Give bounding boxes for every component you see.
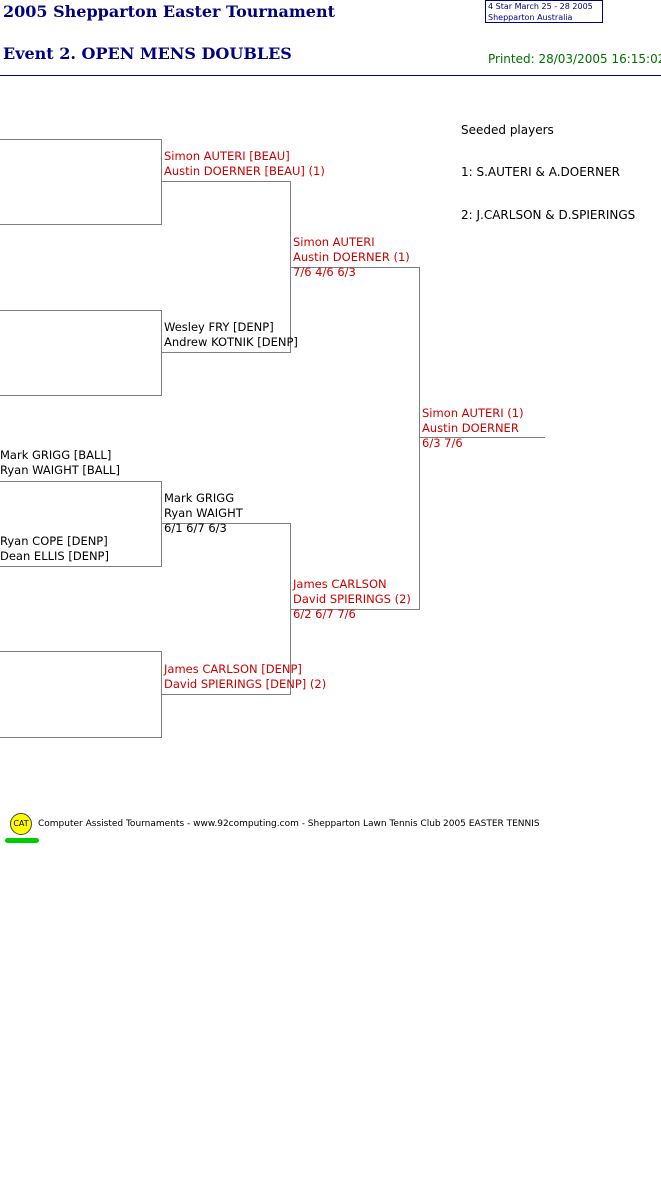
event-title: Event 2. OPEN MENS DOUBLES bbox=[3, 44, 292, 63]
seed-entry: 1: S.AUTERI & A.DOERNER bbox=[461, 165, 621, 179]
r2-player: Mark GRIGG bbox=[164, 491, 235, 505]
sf-score: 7/6 4/6 6/3 bbox=[293, 265, 356, 279]
r1-line bbox=[0, 651, 162, 652]
r2-player: Wesley FRY [DENP] bbox=[164, 320, 274, 334]
r1-line bbox=[161, 481, 162, 567]
header-divider bbox=[0, 75, 661, 76]
cat-logo-icon: CAT bbox=[10, 813, 32, 835]
r1-player: Ryan COPE [DENP] bbox=[0, 534, 108, 548]
r1-line bbox=[0, 310, 162, 311]
r2-player: Austin DOERNER [BEAU] (1) bbox=[164, 164, 325, 178]
r2-player: Ryan WAIGHT bbox=[164, 506, 243, 520]
footer-credit: Computer Assisted Tournaments - www.92co… bbox=[38, 819, 441, 829]
tournament-title: 2005 Shepparton Easter Tournament bbox=[3, 2, 335, 21]
r2-player: Andrew KOTNIK [DENP] bbox=[164, 335, 298, 349]
r2-line bbox=[161, 352, 291, 353]
sf-player: Simon AUTERI bbox=[293, 235, 375, 249]
r1-line bbox=[0, 566, 162, 567]
r1-line bbox=[161, 139, 162, 225]
r1-line bbox=[0, 481, 162, 482]
seed-entry: 2: J.CARLSON & D.SPIERINGS bbox=[461, 208, 636, 222]
sf-line bbox=[290, 609, 420, 610]
sf-player: David SPIERINGS (2) bbox=[293, 592, 411, 606]
sf-player: Austin DOERNER (1) bbox=[293, 250, 410, 264]
r1-player: Ryan WAIGHT [BALL] bbox=[0, 463, 120, 477]
info-line-1: 4 Star March 25 - 28 2005 bbox=[488, 2, 593, 11]
tournament-info-box: 4 Star March 25 - 28 2005 Shepparton Aus… bbox=[485, 0, 603, 23]
sf-score: 6/2 6/7 7/6 bbox=[293, 607, 356, 621]
r2-line bbox=[161, 181, 291, 182]
sf-player: James CARLSON bbox=[293, 577, 387, 591]
sf-line bbox=[290, 267, 420, 268]
printed-timestamp: Printed: 28/03/2005 16:15:02 bbox=[488, 52, 661, 66]
r1-player: Mark GRIGG [BALL] bbox=[0, 448, 112, 462]
final-score: 6/3 7/6 bbox=[422, 436, 463, 450]
r1-line bbox=[0, 224, 162, 225]
final-line bbox=[419, 437, 545, 438]
r2-player: Simon AUTERI [BEAU] bbox=[164, 149, 290, 163]
champion-player: Simon AUTERI (1) bbox=[422, 406, 524, 420]
r1-line bbox=[0, 395, 162, 396]
cat-logo-underline bbox=[5, 838, 39, 843]
r2-score: 6/1 6/7 6/3 bbox=[164, 521, 227, 535]
seeded-heading: Seeded players bbox=[461, 123, 554, 137]
r1-line bbox=[0, 139, 162, 140]
r1-line bbox=[161, 310, 162, 396]
r1-line bbox=[0, 737, 162, 738]
info-line-2: Shepparton Australia bbox=[488, 13, 573, 22]
champion-player: Austin DOERNER bbox=[422, 421, 519, 435]
footer-event: 2005 EASTER TENNIS bbox=[443, 819, 540, 829]
r1-player: Dean ELLIS [DENP] bbox=[0, 549, 109, 563]
r2-line bbox=[161, 694, 291, 695]
r2-player: James CARLSON [DENP] bbox=[164, 662, 302, 676]
r2-player: David SPIERINGS [DENP] (2) bbox=[164, 677, 327, 691]
r2-line bbox=[161, 523, 291, 524]
sf-line bbox=[419, 267, 420, 610]
